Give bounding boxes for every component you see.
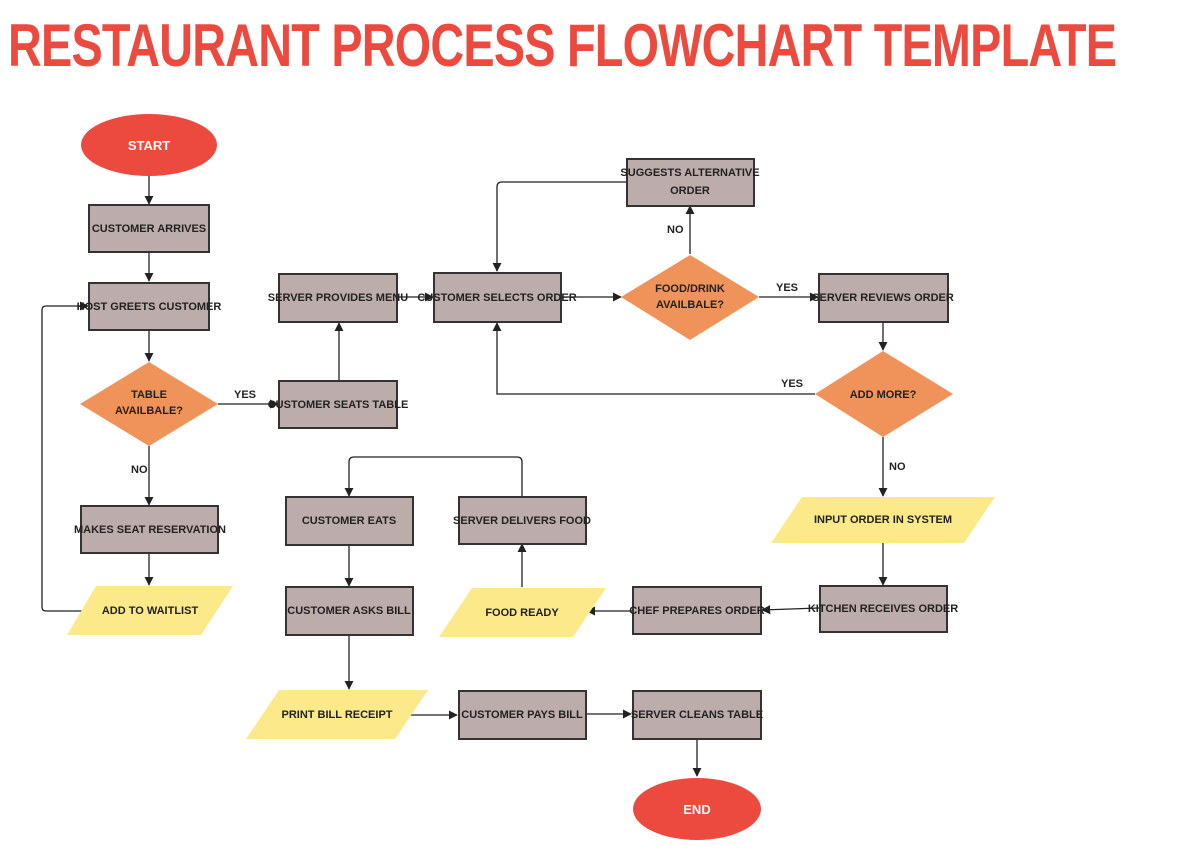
end-terminal: END — [633, 778, 761, 840]
decision-add-more: ADD MORE? — [815, 351, 953, 437]
process-chef-prepares: CHEF PREPARES ORDER — [629, 586, 765, 635]
process-kitchen-receives: KITCHEN RECEIVES ORDER — [808, 585, 958, 633]
process-suggests-alternative: SUGGESTS ALTERNATIVE ORDER — [620, 158, 760, 207]
edge-label-food-no: NO — [667, 224, 684, 236]
customer-asks-bill-label: CUSTOMER ASKS BILL — [287, 605, 411, 617]
process-customer-pays: CUSTOMER PAYS BILL — [458, 690, 587, 740]
process-customer-selects: CUSTOMER SELECTS ORDER — [417, 272, 577, 323]
connectors — [41, 176, 888, 777]
kitchen-receives-label: KITCHEN RECEIVES ORDER — [808, 603, 958, 615]
decision-food-available: FOOD/DRINK AVAILBALE? — [621, 255, 759, 340]
process-server-menu: SERVER PROVIDES MENU — [268, 273, 408, 323]
server-menu-label: SERVER PROVIDES MENU — [268, 292, 408, 304]
io-add-waitlist: ADD TO WAITLIST — [67, 586, 233, 635]
start-terminal: START — [81, 114, 217, 176]
io-food-ready: FOOD READY — [439, 588, 606, 637]
process-server-delivers: SERVER DELIVERS FOOD — [453, 496, 591, 545]
input-order-label: INPUT ORDER IN SYSTEM — [814, 514, 952, 526]
chef-prepares-label: CHEF PREPARES ORDER — [629, 605, 765, 617]
process-server-cleans: SERVER CLEANS TABLE — [631, 690, 763, 740]
customer-arrives-label: CUSTOMER ARRIVES — [92, 223, 206, 235]
end-label: END — [683, 802, 710, 817]
edge-label-more-no: NO — [889, 461, 906, 473]
edge-more-yes — [492, 322, 815, 395]
food-available-line1: FOOD/DRINK — [655, 283, 725, 295]
suggests-alternative-line2: ORDER — [670, 185, 710, 197]
table-available-line2: AVAILBALE? — [115, 405, 183, 417]
host-greets-label: HOST GREETS CUSTOMER — [77, 301, 222, 313]
process-customer-eats: CUSTOMER EATS — [285, 496, 414, 546]
process-host-greets: HOST GREETS CUSTOMER — [77, 282, 222, 331]
io-input-order: INPUT ORDER IN SYSTEM — [771, 497, 995, 543]
start-label: START — [128, 138, 170, 153]
customer-selects-label: CUSTOMER SELECTS ORDER — [417, 292, 576, 304]
table-available-line1: TABLE — [131, 389, 167, 401]
add-waitlist-label: ADD TO WAITLIST — [102, 605, 199, 617]
server-reviews-label: SERVER REVIEWS ORDER — [812, 292, 954, 304]
process-customer-asks-bill: CUSTOMER ASKS BILL — [285, 586, 414, 636]
edge-alternative-selects — [492, 181, 627, 272]
edge-label-more-yes: YES — [781, 378, 803, 390]
server-delivers-label: SERVER DELIVERS FOOD — [453, 515, 591, 527]
decision-table-available: TABLE AVAILBALE? — [80, 362, 218, 446]
edge-label-food-yes: YES — [776, 282, 798, 294]
customer-pays-label: CUSTOMER PAYS BILL — [461, 709, 583, 721]
io-print-receipt: PRINT BILL RECEIPT — [246, 690, 428, 739]
edge-label-table-no: NO — [131, 464, 148, 476]
makes-reservation-label: MAKES SEAT RESERVATION — [74, 524, 226, 536]
edge-delivers-eats — [344, 456, 523, 497]
food-available-line2: AVAILBALE? — [656, 299, 724, 311]
customer-eats-label: CUSTOMER EATS — [302, 515, 396, 527]
process-customer-arrives: CUSTOMER ARRIVES — [88, 204, 210, 253]
suggests-alternative-line1: SUGGESTS ALTERNATIVE — [620, 167, 759, 179]
add-more-label: ADD MORE? — [850, 389, 917, 401]
food-ready-label: FOOD READY — [485, 607, 559, 619]
process-customer-seats: CUSTOMER SEATS TABLE — [268, 380, 409, 429]
edge-label-table-yes: YES — [234, 389, 256, 401]
customer-seats-label: CUSTOMER SEATS TABLE — [268, 399, 409, 411]
page-title: RESTAURANT PROCESS FLOWCHART TEMPLATE — [8, 12, 1117, 79]
process-makes-reservation: MAKES SEAT RESERVATION — [74, 505, 226, 554]
edge-kitchen-chef — [761, 605, 820, 615]
print-receipt-label: PRINT BILL RECEIPT — [281, 709, 392, 721]
edge-waitlist-loop — [41, 301, 89, 612]
server-cleans-label: SERVER CLEANS TABLE — [631, 709, 763, 721]
process-server-reviews: SERVER REVIEWS ORDER — [812, 273, 954, 323]
